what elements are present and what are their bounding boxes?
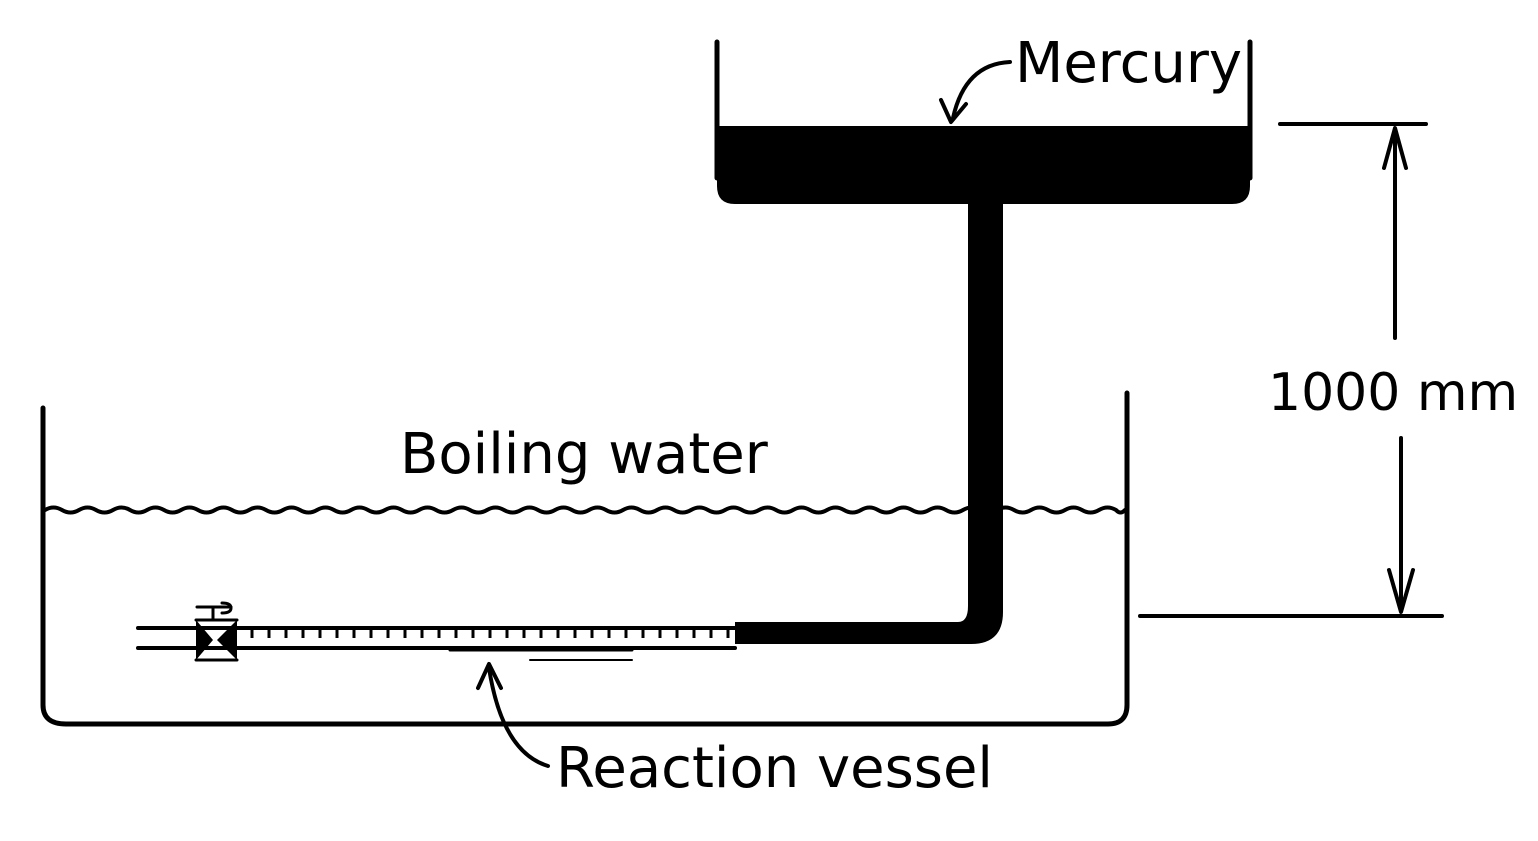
- mercury-fill: [717, 126, 1250, 204]
- water-bath: [40, 390, 1130, 727]
- reaction-vessel-label: Reaction vessel: [556, 736, 993, 801]
- boiling-water-surface: [43, 505, 1127, 515]
- vessel-graduations: [250, 630, 730, 638]
- mercury-reservoir: [714, 39, 1253, 204]
- mercury-column: [735, 200, 1003, 644]
- stopcock-icon: [194, 601, 239, 662]
- height-label: 1000 mm: [1268, 363, 1518, 423]
- reaction-vessel-leader-arrow: [476, 662, 550, 768]
- boiling-water-label: Boiling water: [400, 422, 769, 487]
- mercury-leader-arrow: [939, 60, 1012, 124]
- reaction-vessel: [136, 626, 737, 661]
- height-dimension: [1138, 122, 1444, 618]
- mercury-label: Mercury: [1015, 31, 1242, 96]
